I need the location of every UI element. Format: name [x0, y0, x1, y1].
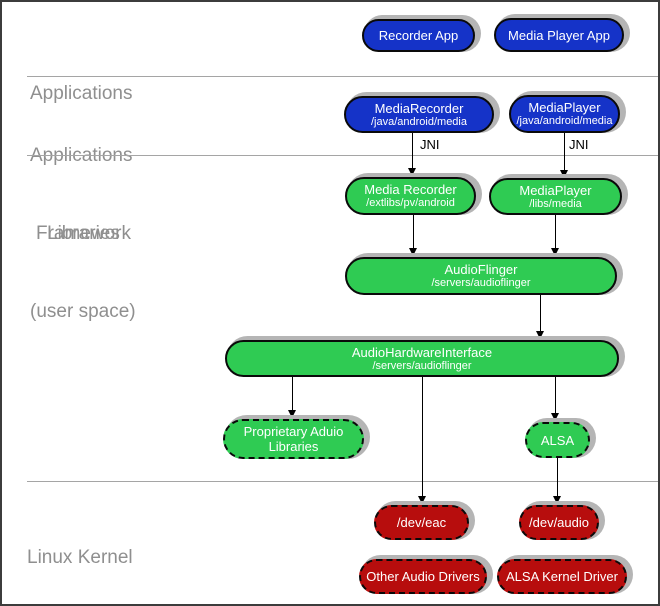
- node-alsa: ALSA: [525, 422, 590, 458]
- node-title: Libraries: [268, 439, 319, 454]
- node-subtitle: /servers/audioflinger: [431, 277, 531, 289]
- arrow-ahi-to-dev-eac: [418, 376, 427, 504]
- node-audioflinger: AudioFlinger /servers/audioflinger: [345, 257, 617, 295]
- node-dev-eac: /dev/eac: [374, 505, 469, 540]
- node-mediaplayer-lib: MediaPlayer /libs/media: [489, 178, 622, 215]
- arrow-mediaplayer-lib-to-audioflinger: [551, 214, 560, 256]
- node-title: AudioFlinger: [444, 262, 518, 277]
- node-title: Other Audio Drivers: [366, 569, 480, 584]
- layer-label-line: Libraries: [47, 223, 120, 244]
- node-title: MediaPlayer: [528, 100, 601, 115]
- node-title: ALSA: [540, 432, 575, 448]
- node-media-player-app: Media Player App: [494, 18, 624, 52]
- node-title: Recorder App: [378, 28, 459, 43]
- arrow-audioflinger-to-ahi: [536, 295, 545, 339]
- node-other-audio-drivers: Other Audio Drivers: [359, 559, 487, 594]
- node-subtitle: /extlibs/pv/android: [366, 197, 455, 209]
- node-subtitle: /servers/audioflinger: [372, 359, 472, 372]
- layer-label-libraries: Libraries (user space): [30, 169, 136, 377]
- node-title: MediaRecorder: [374, 100, 464, 116]
- arrow-alsa-to-dev-audio: [553, 457, 562, 504]
- node-recorder-app: Recorder App: [362, 19, 475, 52]
- node-title: ALSA Kernel Driver: [506, 569, 618, 584]
- layer-label-line: Linux Kernel: [27, 547, 133, 568]
- arrow-ahi-to-proprietary: [288, 376, 297, 418]
- node-title: /dev/eac: [396, 515, 447, 530]
- node-subtitle: /libs/media: [529, 197, 582, 210]
- node-audio-hardware-interface: AudioHardwareInterface /servers/audiofli…: [225, 340, 619, 377]
- node-mediaplayer-framework: MediaPlayer /java/android/media: [509, 95, 620, 133]
- layer-label-applications: Applications: [30, 29, 132, 159]
- node-mediarecorder-framework: MediaRecorder /java/android/media: [344, 96, 494, 133]
- node-alsa-kernel-driver: ALSA Kernel Driver: [497, 559, 627, 594]
- jni-label-right: JNI: [569, 137, 589, 152]
- layer-label-line: Applications: [30, 145, 133, 166]
- node-dev-audio: /dev/audio: [519, 505, 599, 540]
- node-proprietary-audio-libraries: Proprietary Aduio Libraries: [223, 419, 364, 459]
- divider-framework-libraries: [27, 155, 658, 156]
- divider-libraries-kernel: [27, 481, 658, 482]
- node-title: MediaPlayer: [519, 182, 592, 198]
- arrow-media-recorder-lib-to-audioflinger: [409, 215, 418, 256]
- layer-label-linux-kernel: Linux Kernel: [27, 493, 133, 604]
- node-title: Proprietary Aduio: [243, 424, 344, 439]
- layer-label-line: (user space): [30, 301, 136, 322]
- jni-label-left: JNI: [420, 137, 440, 152]
- layer-label-line: Applications: [30, 83, 133, 104]
- layer-label-line: Framework: [36, 223, 132, 244]
- divider-applications-framework: [27, 76, 658, 77]
- arrow-ahi-to-alsa: [551, 376, 560, 421]
- node-title: /dev/audio: [529, 515, 589, 530]
- node-subtitle: /java/android/media: [516, 115, 613, 127]
- node-title: AudioHardwareInterface: [351, 344, 493, 360]
- arrow-mediarecorder-fw-to-lib: [408, 132, 417, 176]
- node-subtitle: /java/android/media: [370, 115, 467, 128]
- node-title: Media Player App: [508, 27, 610, 43]
- node-media-recorder-lib: Media Recorder /extlibs/pv/android: [345, 177, 476, 215]
- node-title: Media Recorder: [364, 182, 457, 197]
- arrow-mediaplayer-fw-to-lib: [560, 130, 569, 178]
